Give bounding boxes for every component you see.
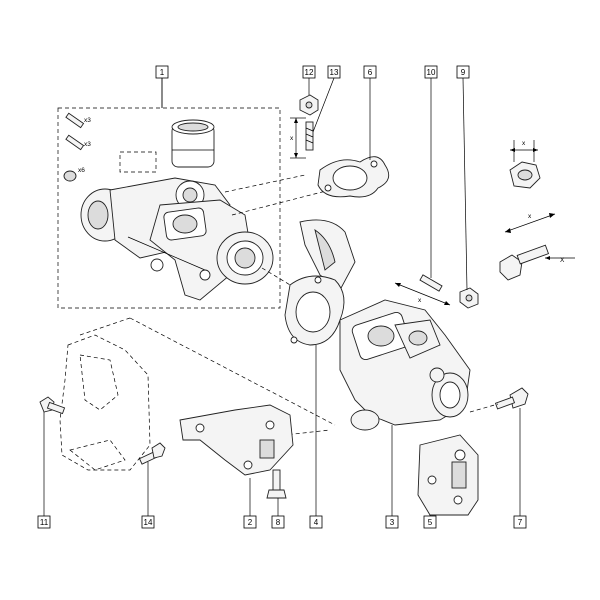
bolt-11 (39, 396, 66, 415)
callout-label-10: 10 (427, 68, 436, 77)
bracket-2 (179, 404, 294, 476)
dimension-x-10 (394, 282, 451, 306)
callout-box (243, 515, 257, 529)
callout-box (155, 65, 169, 79)
wastegate-rod (127, 236, 211, 281)
callout-box (424, 65, 438, 79)
callout-box (385, 515, 399, 529)
dim-label: x (528, 213, 532, 220)
callout-label-1: 1 (160, 68, 165, 77)
callout-label-9: 9 (461, 68, 466, 77)
turbo-inlet-pipe (171, 119, 215, 168)
stud-13 (305, 121, 314, 151)
turbocharger-boundary (57, 107, 281, 309)
callout-box (363, 65, 377, 79)
stud-10 (419, 274, 443, 292)
callout-label-2: 2 (248, 518, 253, 527)
dim-label: x (290, 135, 294, 142)
nut-12 (299, 94, 319, 116)
callout-leader (462, 77, 468, 291)
callout-label-5: 5 (428, 518, 433, 527)
label-plate (119, 151, 157, 173)
callout-label-6: 6 (368, 68, 373, 77)
dim-label-major: X (560, 257, 565, 264)
stud-set-icon (63, 112, 85, 182)
dim-label: x (522, 140, 526, 147)
callout-label-11: 11 (40, 518, 49, 527)
dimension-x-12 (290, 117, 306, 159)
callout-label-8: 8 (276, 518, 281, 527)
guide-line (79, 317, 131, 336)
callout-box (271, 515, 285, 529)
qty-stud-a: x3 (84, 117, 91, 124)
callout-box (37, 515, 51, 529)
turbocharger-group: x3 x3 x6 (57, 78, 281, 309)
detail-nut-dimension (509, 140, 541, 189)
callout-box (309, 515, 323, 529)
callout-box (327, 65, 341, 79)
callout-box (302, 65, 316, 79)
detail-bolt-dimension (499, 213, 575, 281)
callout-box (423, 515, 437, 529)
exhaust-gasket (284, 275, 345, 346)
turbine-housing (149, 199, 274, 301)
dim-label: x (418, 297, 422, 304)
qty-stud-b: x3 (84, 141, 91, 148)
callout-label-4: 4 (314, 518, 319, 527)
callout-leader (312, 77, 335, 133)
bolt-14 (138, 442, 166, 465)
callout-layer: 1 12 13 6 10 9 11 14 2 8 4 3 5 7 (37, 65, 527, 529)
nut-9 (459, 287, 479, 309)
callout-box (513, 515, 527, 529)
bolt-7 (494, 387, 529, 410)
bolt-8 (266, 469, 287, 499)
callout-label-7: 7 (518, 518, 523, 527)
callout-label-12: 12 (305, 68, 314, 77)
callout-box (456, 65, 470, 79)
guide-line (224, 174, 306, 193)
callout-label-14: 14 (144, 518, 153, 527)
callout-box (141, 515, 155, 529)
guide-line (231, 189, 331, 216)
bracket-5 (417, 434, 479, 516)
gasket-6 (317, 156, 390, 198)
engine-bracket-ghost (59, 334, 151, 471)
callout-label-13: 13 (330, 68, 339, 77)
guide-line (129, 317, 336, 426)
guide-line (469, 403, 499, 413)
exhaust-manifold-3 (339, 299, 471, 431)
callout-label-3: 3 (390, 518, 395, 527)
qty-nut: x6 (78, 167, 85, 174)
